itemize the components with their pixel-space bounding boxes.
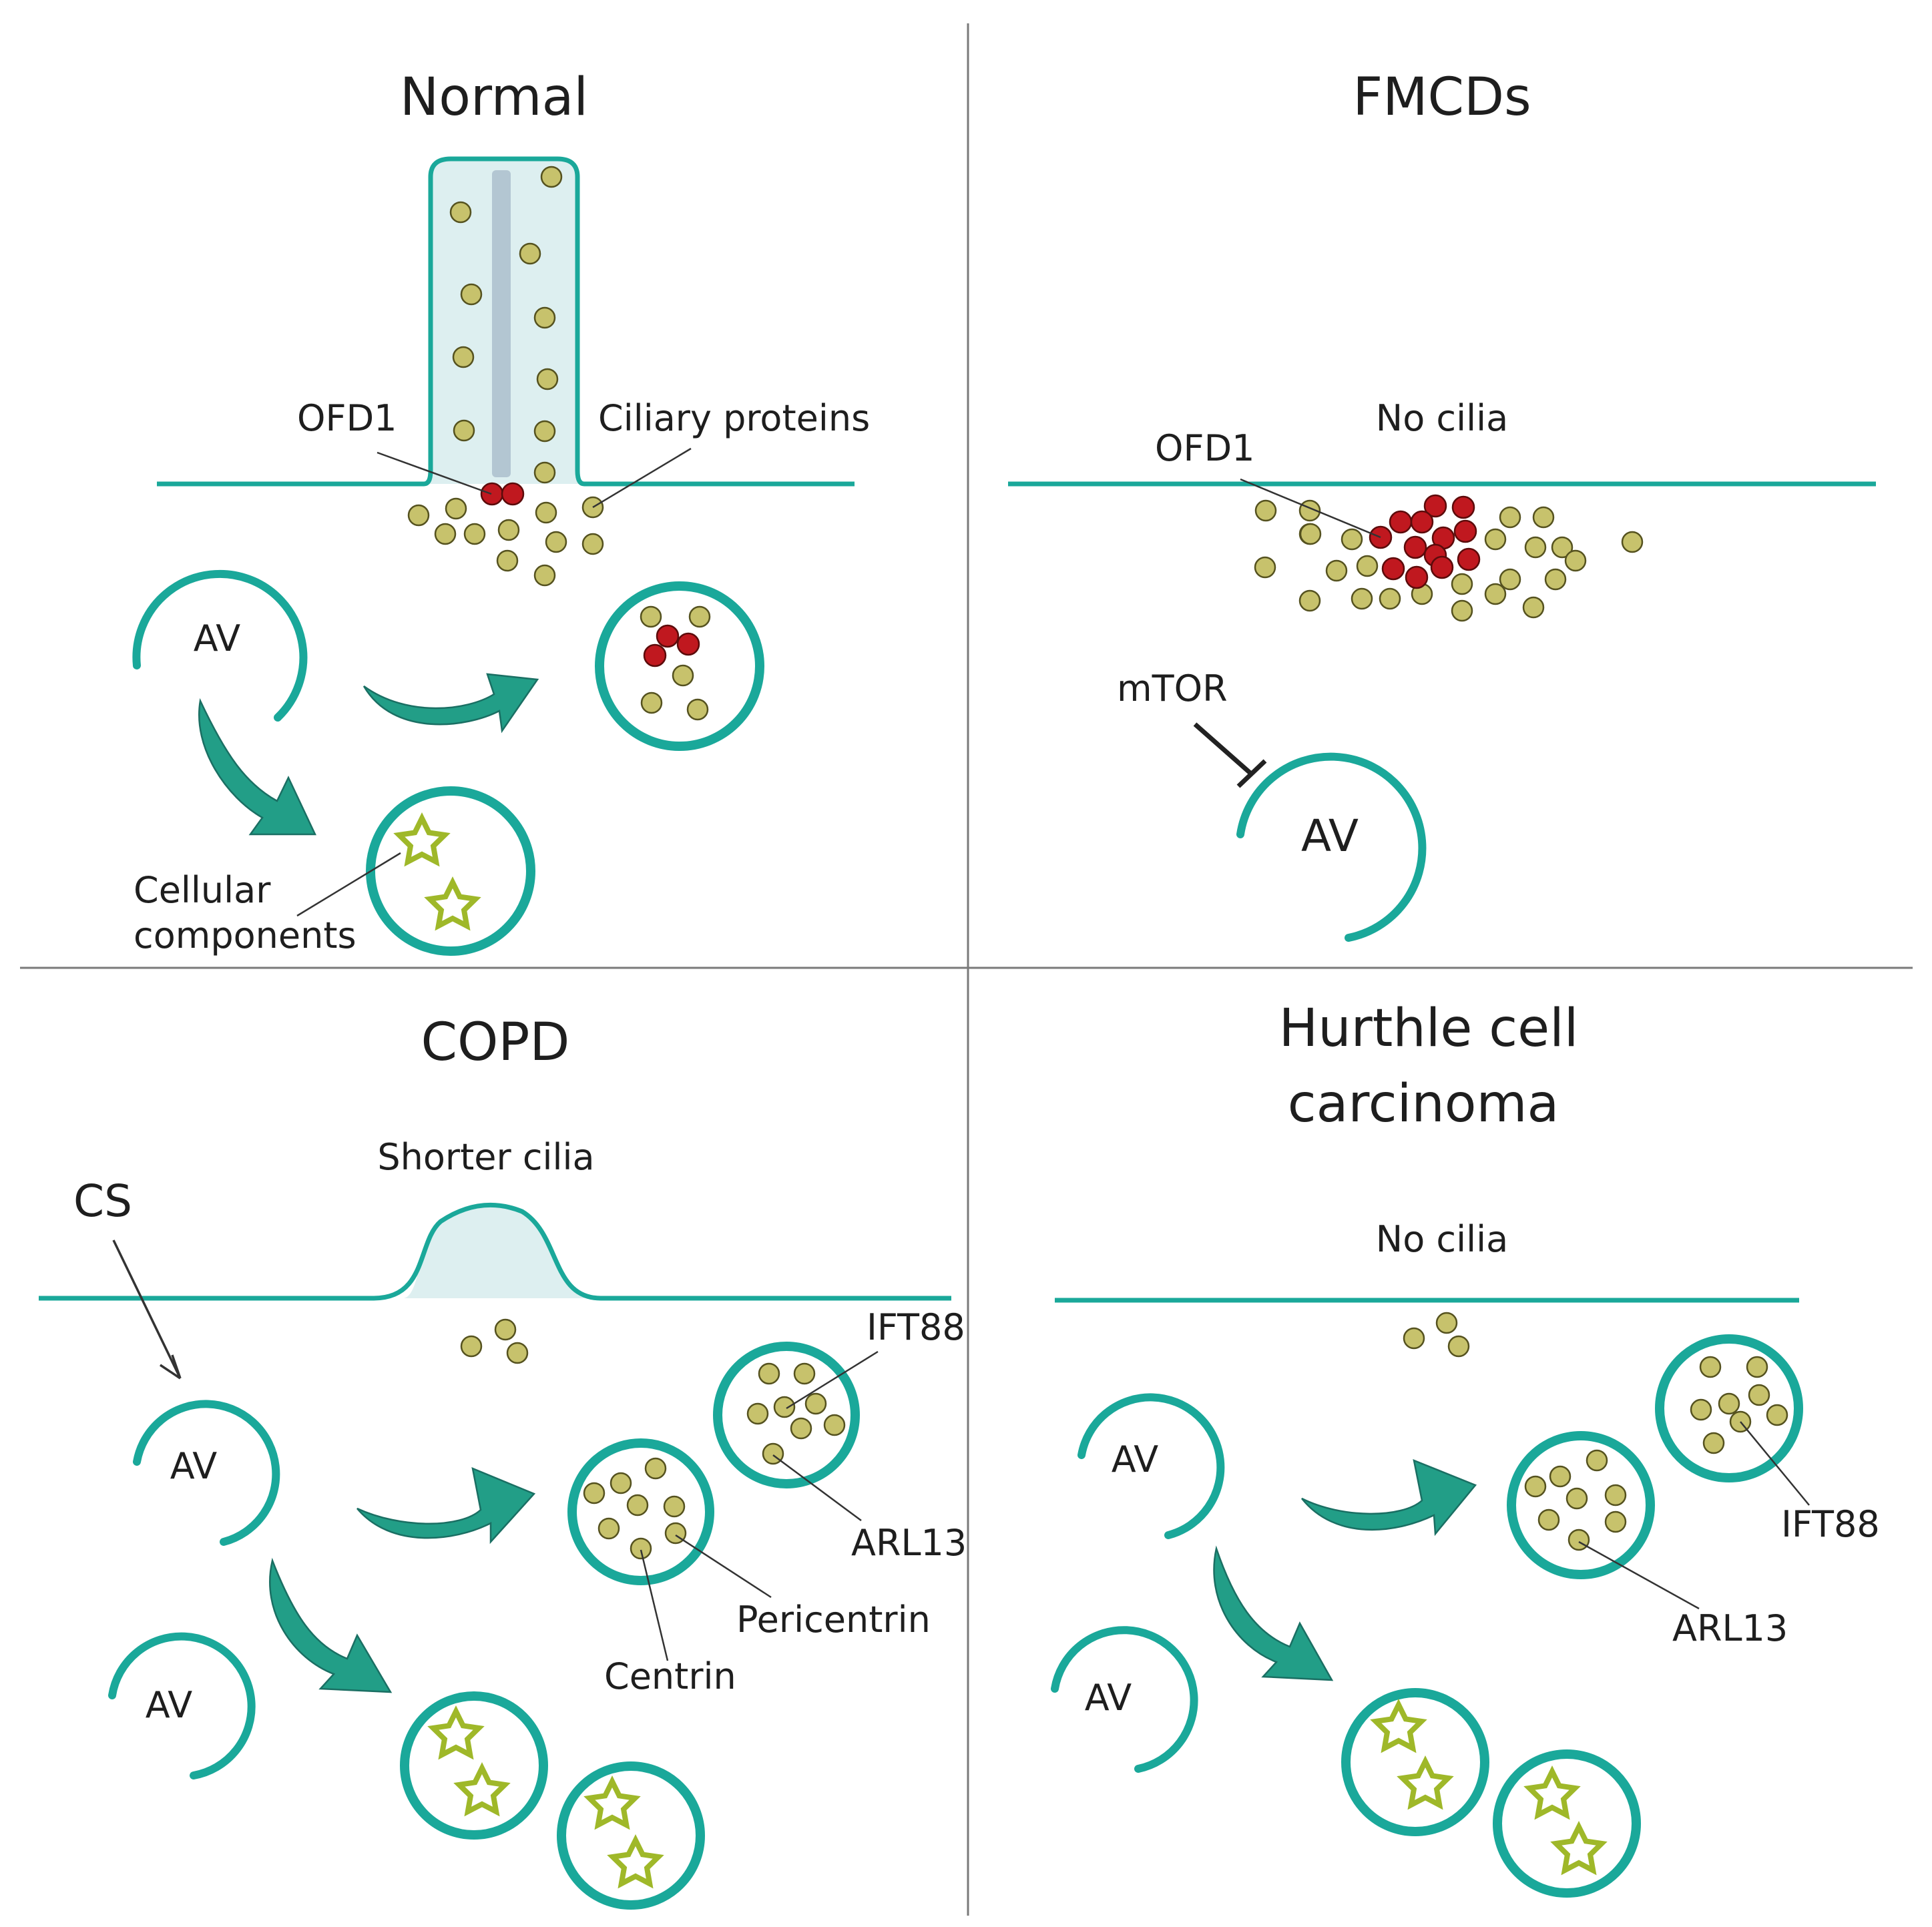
autophagic-vesicle-copd-2 (108, 1632, 256, 1779)
no-cilia-label-hurthle: No cilia (1376, 1218, 1508, 1260)
ofd1-label-fmcds: OFD1 (1155, 427, 1255, 469)
hurthle-title-line2: carcinoma (1288, 1074, 1559, 1134)
cs-label: CS (73, 1175, 132, 1227)
autophagic-vesicle-copd-1 (133, 1400, 280, 1546)
no-cilia-label: No cilia (1376, 397, 1508, 439)
ift88-label-hurthle: IFT88 (1781, 1503, 1880, 1545)
autophagosome-cellular (366, 786, 535, 956)
autophagosome-ciliary-contents (640, 605, 711, 721)
mtor-inhibition (1193, 722, 1267, 788)
vesicle-arl13-hurthle-contents (1524, 1449, 1627, 1551)
hurthle-title-line1: Hurthle cell (1279, 999, 1579, 1059)
autophagic-vesicle (132, 569, 308, 722)
pericentrin-leader-copd (675, 1534, 772, 1599)
cellular-label-line2: components (134, 914, 356, 956)
arrow-to-ciliophagy (363, 673, 539, 734)
ofd1-proteins (480, 482, 525, 506)
ciliary-proteins-accumulated (1254, 499, 1644, 622)
arrow-to-ciliophagy-copd (356, 1466, 536, 1545)
autophagic-vesicle-hurthle-2 (1051, 1626, 1198, 1773)
arrow-to-autophagy-copd (269, 1557, 393, 1693)
mtor-label: mTOR (1117, 667, 1228, 710)
av-label-hurthle-2: AV (1085, 1677, 1132, 1719)
cs-arrow (112, 1240, 182, 1380)
ciliary-proteins-in-cilium (449, 166, 563, 484)
autophagosome-cellular-hurthle-1 (1341, 1688, 1489, 1836)
panel-fmcds: FMCDs No cilia (1008, 67, 1876, 942)
arl13-leader-hurthle (1578, 1541, 1700, 1610)
av-label: AV (194, 617, 240, 659)
ofd1-label: OFD1 (297, 397, 397, 439)
normal-title: Normal (400, 67, 588, 127)
shorter-cilia-label: Shorter cilia (377, 1136, 594, 1178)
ofd1-accumulated (1369, 494, 1481, 589)
cellular-components-leader (296, 852, 401, 917)
arrow-to-autophagy (198, 698, 316, 836)
fmcds-title: FMCDs (1353, 67, 1531, 127)
autophagic-vesicle-hurthle-1 (1077, 1393, 1225, 1539)
arl13-label-hurthle: ARL13 (1672, 1607, 1788, 1649)
panel-hurthle: Hurthle cell carcinoma No cilia AV AV (1051, 999, 1880, 1898)
panel-copd: COPD Shorter cilia CS AV AV (39, 1013, 967, 1910)
panel-normal: Normal (132, 67, 870, 956)
ofd1-leader (377, 451, 492, 495)
arrow-to-ciliophagy-hurthle (1301, 1458, 1477, 1537)
ciliary-proteins-cytoplasm (407, 496, 604, 587)
vesicle-ift88-copd-contents (746, 1362, 846, 1465)
arrow-to-autophagy-hurthle (1213, 1545, 1334, 1681)
pericentrin-label-copd: Pericentrin (736, 1599, 931, 1641)
autophagic-vesicle-fmcds (1236, 752, 1427, 942)
axoneme (492, 170, 511, 477)
short-cilium (404, 1205, 587, 1298)
av-label-hurthle-1: AV (1112, 1438, 1158, 1480)
ciliary-proteins-label: Ciliary proteins (598, 397, 870, 439)
ciliary-proteins-leader (592, 447, 692, 509)
cellular-label-line1: Cellular (134, 869, 271, 911)
av-label-copd-2: AV (146, 1684, 192, 1726)
centrin-leader-copd (640, 1549, 669, 1661)
ciliary-proteins-hurthle (1403, 1312, 1470, 1358)
arl13-leader-copd (772, 1454, 862, 1522)
ofd1-leader-fmcds (1240, 478, 1381, 539)
av-label-fmcds: AV (1301, 810, 1359, 862)
ciliary-proteins-copd (460, 1318, 529, 1364)
copd-title: COPD (421, 1013, 570, 1073)
centrin-label-copd: Centrin (604, 1655, 736, 1697)
ift88-leader-copd (786, 1350, 879, 1410)
plasma-membrane-copd (39, 1202, 951, 1301)
autophagosome-cellular-copd-1 (400, 1691, 548, 1840)
arl13-label-copd: ARL13 (851, 1522, 967, 1564)
vesicle-pericentrin-copd-contents (583, 1457, 687, 1560)
ift88-leader-hurthle (1740, 1421, 1810, 1506)
autophagosome-cellular-copd-2 (557, 1761, 705, 1910)
vesicle-ift88-hurthle-contents (1690, 1356, 1788, 1454)
av-label-copd-1: AV (170, 1445, 217, 1487)
ift88-label-copd: IFT88 (867, 1306, 965, 1348)
